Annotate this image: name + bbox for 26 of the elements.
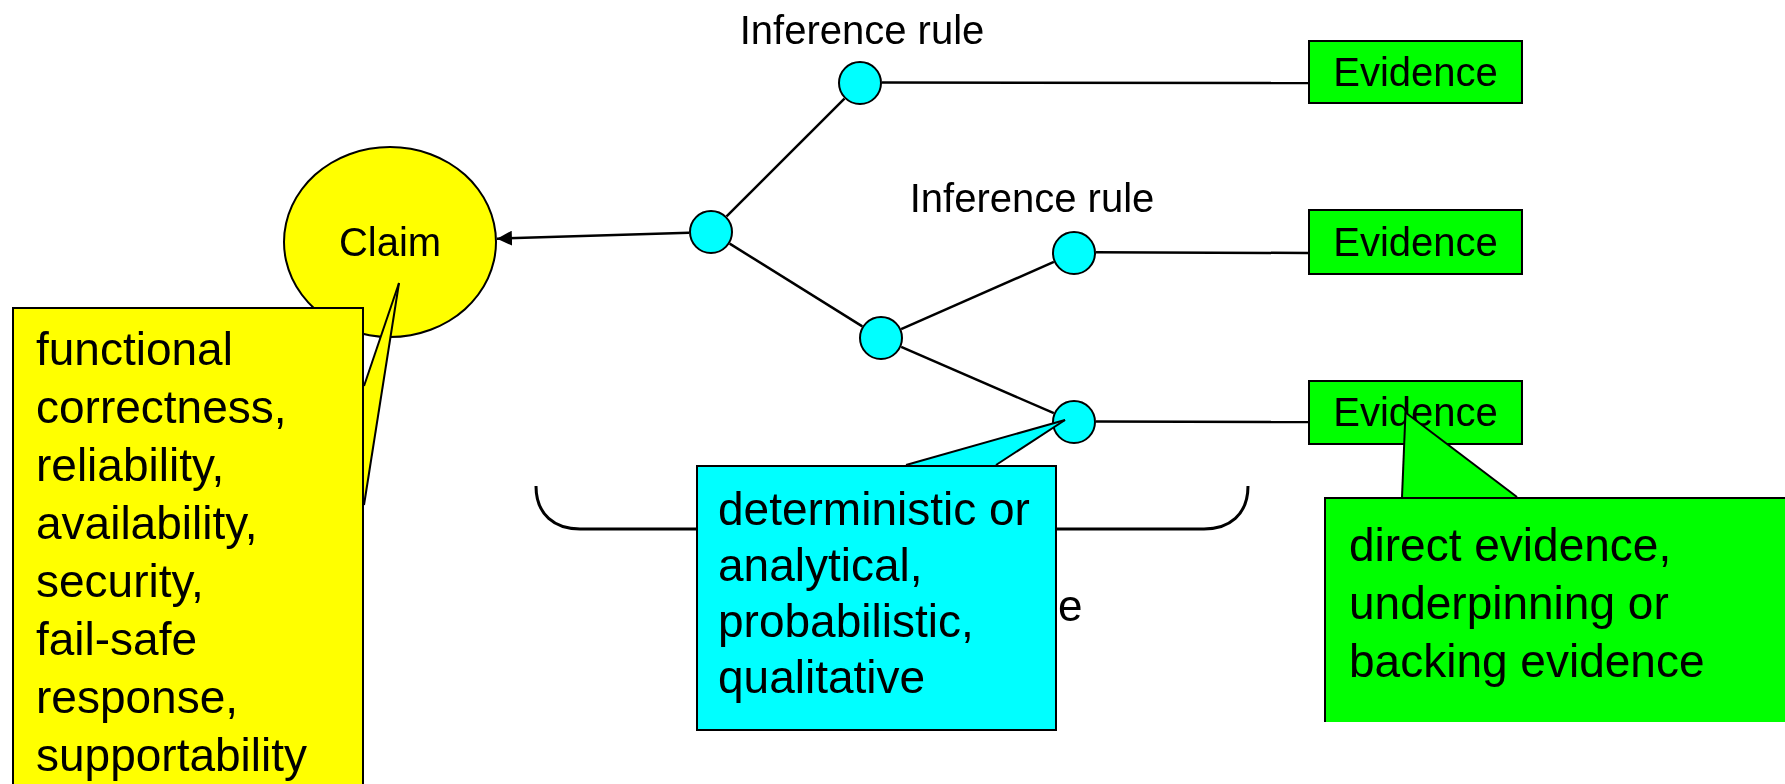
arrow <box>496 230 690 246</box>
callout-text: deterministic or analytical, probabilistic, qualitative <box>718 482 1031 705</box>
connector-line <box>882 81 1308 85</box>
rule-label: Inference rule <box>909 175 1155 221</box>
evidence-box <box>1308 209 1523 275</box>
evidence-box <box>1308 40 1523 104</box>
node-label: Claim <box>338 219 442 265</box>
inference-node-circle <box>1052 400 1096 444</box>
rule-label: Inference rule <box>739 7 985 53</box>
node-label: Evidence <box>1333 219 1498 265</box>
partial-label: e <box>1058 584 1083 628</box>
connector-line <box>900 260 1055 331</box>
node-label: Evidence <box>1333 390 1498 435</box>
callout-text: direct evidence, underpinning or backing evidence <box>1349 518 1706 689</box>
connector-line <box>900 345 1055 415</box>
connector-line <box>1096 420 1308 424</box>
inference-node-circle <box>838 61 882 105</box>
node-label: Evidence <box>1333 49 1498 95</box>
connector-line <box>729 242 863 328</box>
inference-node-circle <box>859 316 903 360</box>
inference-node-circle <box>689 210 733 254</box>
connector-line <box>725 97 846 218</box>
evidence-box <box>1308 380 1523 445</box>
connector-line <box>1096 251 1308 255</box>
inference-node-circle <box>1052 231 1096 275</box>
callout-text: functional correctness, reliability, availability, security, fail-safe response, supportability <box>36 322 309 783</box>
